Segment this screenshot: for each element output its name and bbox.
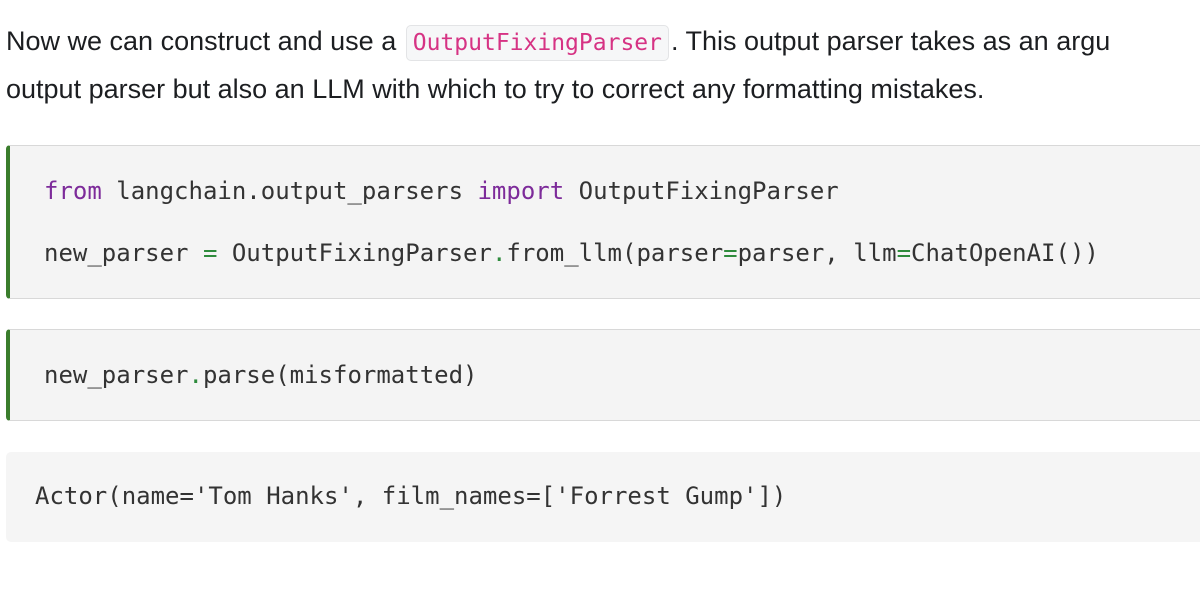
output-text: Actor(name='Tom Hanks', film_names=['For… [35,482,787,510]
variable: new_parser [44,361,189,389]
operator: = [202,239,218,267]
keyword-import: import [477,177,565,205]
method-call: from_llm(parser [506,239,724,267]
keyword-from: from [44,177,102,205]
paragraph-line-2: output parser but also an LLM with which… [6,74,985,104]
operator: . [491,239,507,267]
paragraph-text: Now we can construct and use a [6,26,397,56]
inline-code: OutputFixingParser [405,25,669,61]
code-cell-import[interactable]: from langchain.output_parsers import Out… [6,145,1200,299]
argument: ChatOpenAI()) [911,239,1099,267]
operator: . [188,361,203,389]
argument: parser, llm [737,239,897,267]
paragraph-text: . This output parser takes as an argu [670,26,1111,56]
operator: = [723,239,738,267]
output-cell: Actor(name='Tom Hanks', film_names=['For… [6,452,1200,542]
code-cell-parse[interactable]: new_parser.parse(misformatted) [6,329,1200,421]
module-name: langchain.output_parsers [101,177,478,205]
code-line: new_parser = OutputFixingParser.from_llm… [44,238,1099,268]
class-name: OutputFixingParser [217,239,492,267]
imported-name: OutputFixingParser [564,177,839,205]
code-line: new_parser.parse(misformatted) [44,360,478,390]
operator: = [896,239,912,267]
paragraph-line-1: Now we can construct and use a OutputFix… [6,18,1200,66]
code-line: from langchain.output_parsers import Out… [44,176,839,206]
intro-paragraph: Now we can construct and use a OutputFix… [6,18,1200,112]
method-call: parse(misformatted) [202,361,478,389]
variable: new_parser [44,239,203,267]
